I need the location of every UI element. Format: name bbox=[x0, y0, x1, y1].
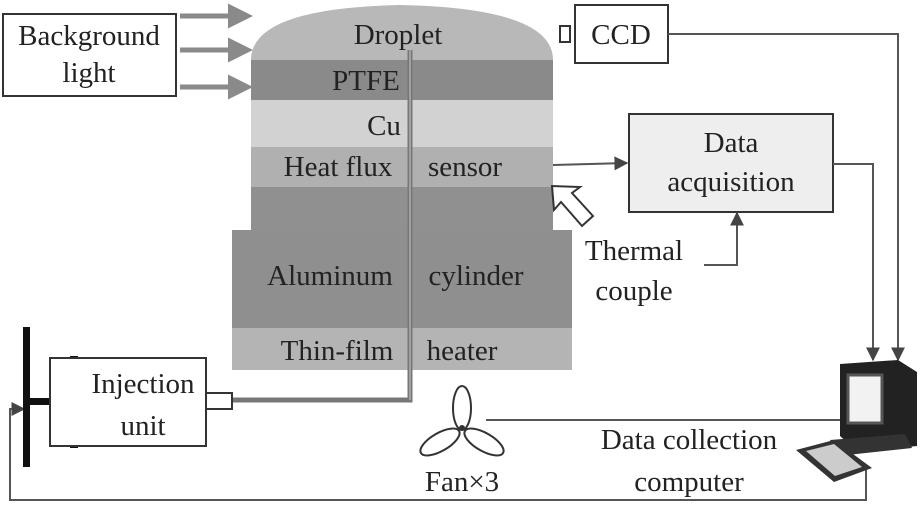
aluminum-cylinder: Aluminum cylinder bbox=[232, 230, 572, 328]
background-light-box: Background light bbox=[2, 13, 177, 97]
background-light-label-line2: light bbox=[62, 57, 115, 89]
droplet-label: Droplet bbox=[354, 19, 443, 51]
connection-wires bbox=[9, 33, 905, 501]
data-acquisition-label-line2: acquisition bbox=[667, 166, 795, 198]
cu-label: Cu bbox=[367, 110, 401, 142]
heat-flux-sensor-layer: Heat flux sensor bbox=[251, 147, 553, 187]
couple-label: couple bbox=[595, 275, 672, 307]
heat-flux-label: Heat flux bbox=[284, 151, 393, 183]
ccd-label: CCD bbox=[591, 19, 651, 51]
aluminum-label: Aluminum bbox=[267, 260, 393, 292]
thermal-label: Thermal bbox=[585, 235, 683, 267]
cylinder-label: cylinder bbox=[428, 260, 523, 292]
ptfe-layer: PTFE bbox=[251, 60, 553, 100]
data-acquisition-label-line1: Data bbox=[704, 127, 759, 159]
background-light-label-line1: Background bbox=[18, 20, 160, 52]
sensor-label: sensor bbox=[428, 151, 502, 183]
heater-label: heater bbox=[427, 335, 498, 367]
light-arrows bbox=[180, 3, 253, 100]
injection-unit-label-line2: unit bbox=[120, 410, 165, 442]
thin-film-heater: Thin-film heater bbox=[232, 328, 572, 370]
fan-label: Fan×3 bbox=[425, 466, 499, 498]
computer-label-line1: Data collection bbox=[601, 424, 778, 456]
thin-film-label: Thin-film bbox=[281, 335, 394, 367]
cu-layer: Cu bbox=[251, 100, 553, 147]
ccd-camera: CCD bbox=[559, 4, 669, 64]
spacer-layer bbox=[251, 187, 553, 230]
injection-unit-box: Injection unit bbox=[49, 357, 233, 447]
computer-icon bbox=[796, 360, 917, 482]
computer-label-line2: computer bbox=[634, 466, 744, 498]
injection-unit-label-line1: Injection bbox=[91, 368, 195, 400]
ptfe-label: PTFE bbox=[332, 65, 400, 97]
injection-tube bbox=[232, 50, 413, 403]
data-acquisition-box: Data acquisition bbox=[628, 113, 834, 213]
fan-icon bbox=[419, 385, 505, 457]
thermal-couple-arrow: Thermal couple bbox=[550, 184, 683, 307]
droplet: Droplet bbox=[251, 5, 553, 60]
